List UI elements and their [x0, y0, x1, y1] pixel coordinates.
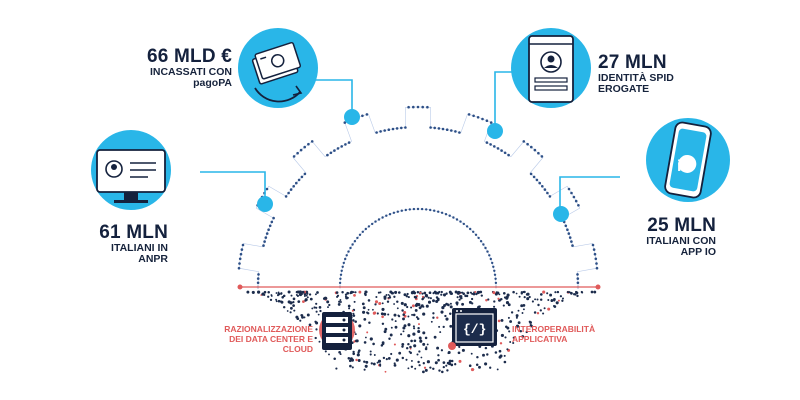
- label-interoperability-line1: INTEROPERABILITÀ: [512, 324, 596, 334]
- inner-arch-dotted: [338, 207, 498, 289]
- server-rack-icon: [319, 312, 355, 350]
- monitor-profile-icon: [91, 130, 171, 210]
- label-data-center-line1: RAZIONALIZZAZIONE: [224, 324, 313, 334]
- stat-label-line1: INCASSATI CON: [149, 65, 232, 78]
- stat-mid-right: 25 MLN ITALIANI CON APP IO: [620, 216, 716, 258]
- stat-top-left: 66 MLD € INCASSATI CON pagoPA: [140, 47, 232, 89]
- smartphone-io-icon: i: [646, 118, 730, 202]
- label-data-center: RAZIONALIZZAZIONE DEI DATA CENTER E CLOU…: [198, 324, 313, 355]
- horizon-end-right: [595, 284, 601, 290]
- node-mid-left: [257, 196, 273, 212]
- stat-value: 25 MLN: [647, 215, 716, 236]
- code-window-icon: {/}: [448, 308, 497, 350]
- stat-label-line1: ITALIANI IN: [111, 241, 168, 254]
- horizon-end-left: [237, 284, 243, 290]
- gear-dotted-outline: [237, 105, 599, 289]
- node-top-right: [487, 123, 503, 139]
- stat-label-line1: IDENTITÀ SPID: [598, 71, 674, 84]
- stat-value: 61 MLN: [99, 222, 168, 243]
- stat-value: 27 MLN: [598, 52, 667, 73]
- stat-mid-left: 61 MLN ITALIANI IN ANPR: [82, 223, 168, 265]
- stat-label-line1: ITALIANI CON: [646, 234, 716, 247]
- phone-badge-text: i: [677, 158, 681, 175]
- connector-nodes: [257, 109, 569, 222]
- node-top-left: [344, 109, 360, 125]
- stat-label-line2: APP IO: [680, 245, 716, 258]
- stat-value: 66 MLD €: [146, 46, 232, 67]
- stat-top-right: 27 MLN IDENTITÀ SPID EROGATE: [598, 53, 698, 95]
- payment-cards-icon: [238, 28, 318, 108]
- svg-text:{/}: {/}: [463, 322, 486, 337]
- node-mid-right: [553, 206, 569, 222]
- connector-mid-right: [559, 176, 620, 212]
- stat-label-line2: ANPR: [138, 252, 168, 265]
- label-interoperability: INTEROPERABILITÀ APPLICATIVA: [512, 324, 612, 344]
- label-interoperability-line2: APPLICATIVA: [512, 334, 568, 345]
- stat-label-line2: EROGATE: [598, 82, 650, 95]
- label-data-center-line2: DEI DATA CENTER E CLOUD: [229, 334, 313, 355]
- connector-mid-left: [200, 171, 266, 202]
- identity-document-icon: [511, 28, 591, 108]
- stat-label-line2: pagoPA: [193, 76, 232, 89]
